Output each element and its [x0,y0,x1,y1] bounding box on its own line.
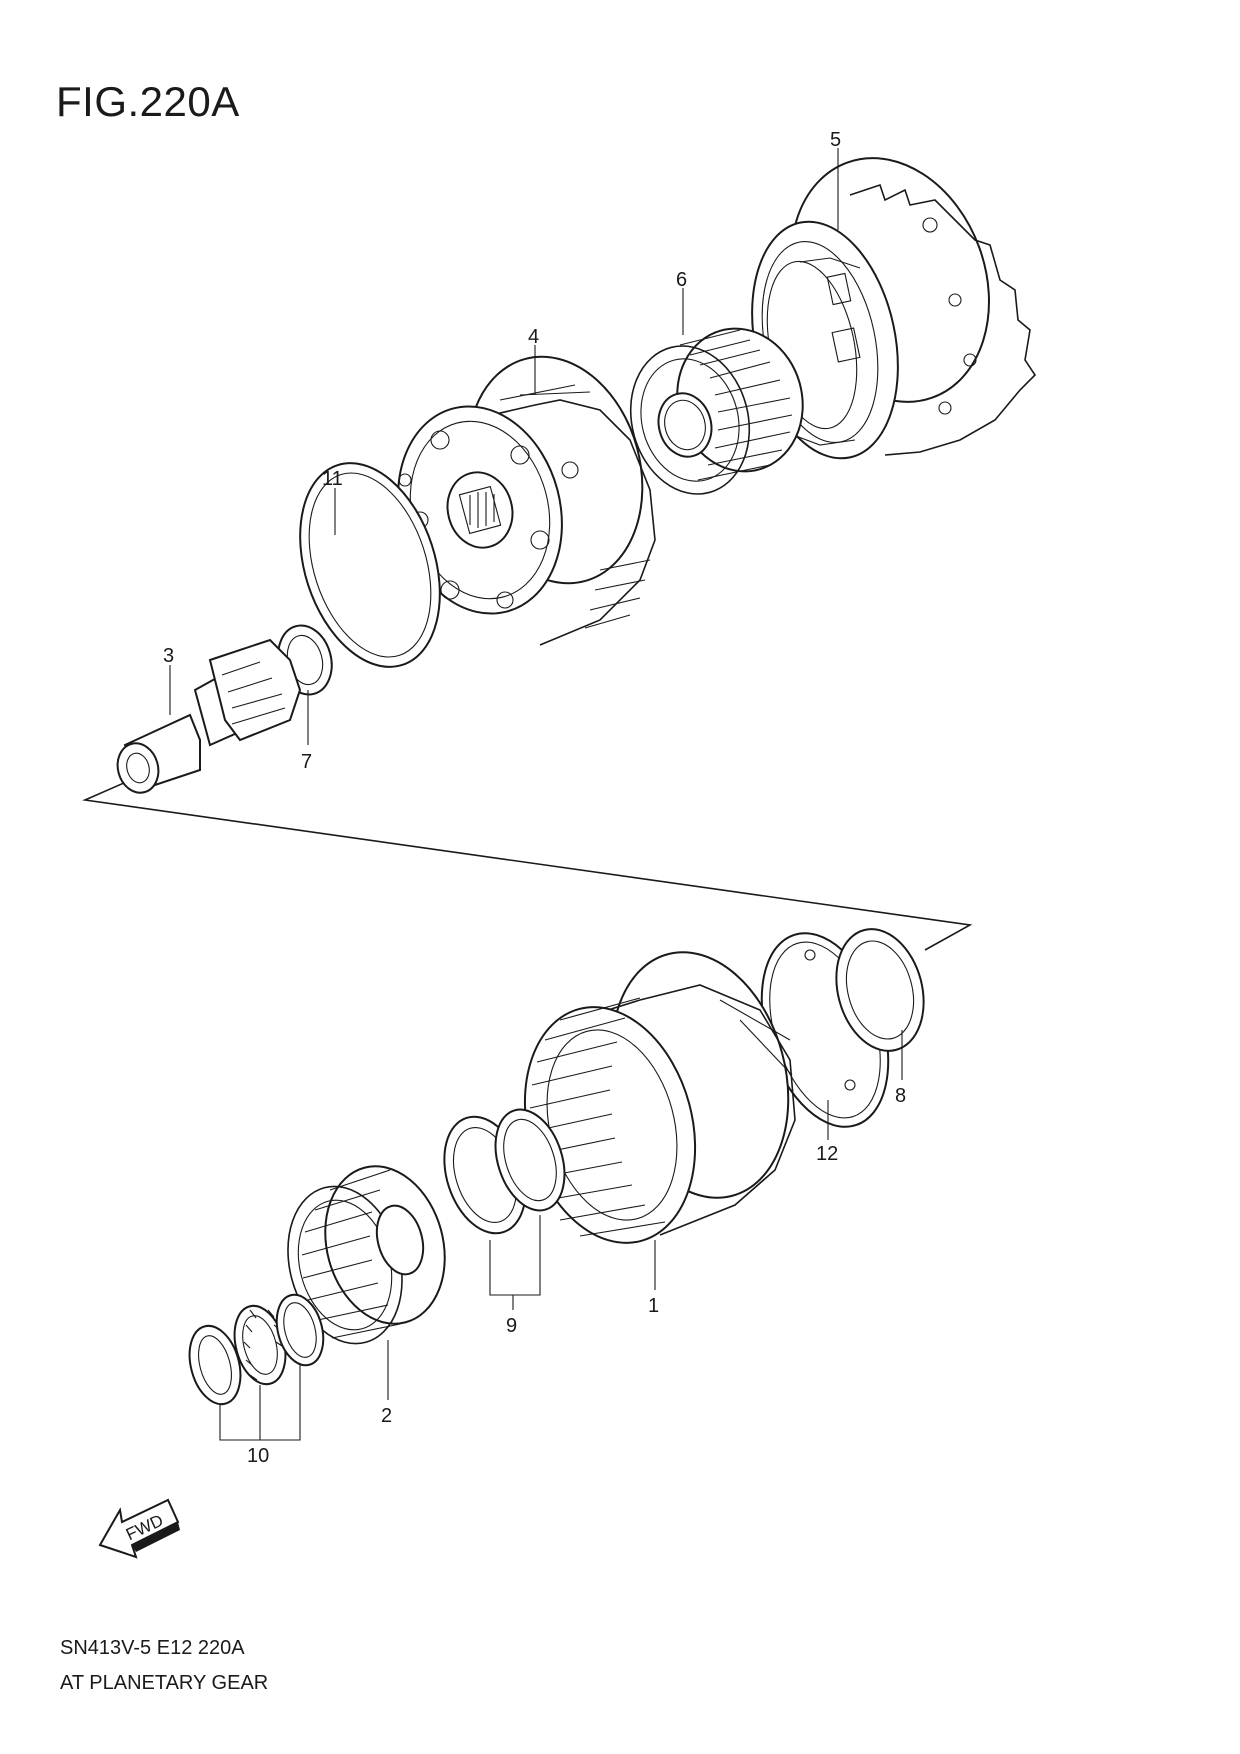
figure-name: AT PLANETARY GEAR [60,1672,269,1694]
callout-9: 9 [506,1315,517,1337]
part-4-planetary-carrier [397,355,656,646]
callout-2: 2 [381,1405,392,1427]
figure-title: FIG.220A [56,78,240,125]
part-2-sun-gear [287,1165,446,1345]
group-divider-line [82,764,973,951]
part-9-washer-pair [443,1108,566,1235]
part-8-seal-ring [835,928,925,1052]
callout-4: 4 [528,326,539,348]
part-1-internal-gear-drum [523,951,796,1244]
callout-1: 1 [648,1295,659,1317]
fwd-arrow-icon: FWD [98,1498,180,1559]
callout-8: 8 [895,1085,906,1107]
part-6-sun-gear-hub [629,327,804,495]
callout-10: 10 [247,1445,269,1467]
callout-7: 7 [301,751,312,773]
callout-12: 12 [816,1143,838,1165]
part-5-ring-gear-drum [751,157,1037,460]
callout-3: 3 [163,645,174,667]
callout-6: 6 [676,269,687,291]
part-3-output-shaft-gear [116,638,302,794]
callout-11: 11 [322,468,343,490]
callout-5: 5 [830,129,841,151]
leader-lines [169,148,903,1441]
figure-code: SN413V-5 E12 220A [60,1637,245,1659]
part-10-needle-bearing-set [188,1293,325,1406]
